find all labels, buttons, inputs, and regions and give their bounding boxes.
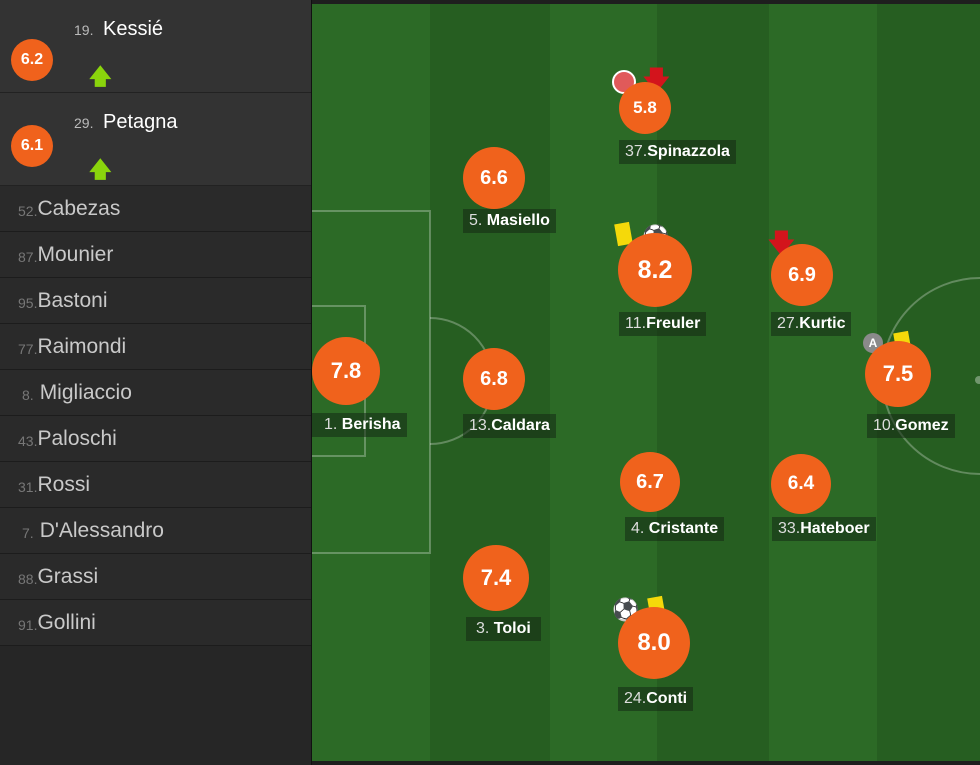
player-number: 8. <box>22 386 34 403</box>
bench-player-row[interactable]: 43.Paloschi <box>0 416 311 462</box>
player-number: 87. <box>18 248 38 265</box>
player-label: 27.Kurtic <box>771 312 852 336</box>
player-label: 11.Freuler <box>619 312 707 336</box>
player-label: 3. Toloi <box>466 617 541 641</box>
bench-player-row[interactable]: 91.Gollini <box>0 600 311 646</box>
player-number: 91. <box>18 616 38 633</box>
pitch: 🡇 5.8 37.Spinazzola 6.6 5. Masiello ⚽ 8.… <box>312 4 980 761</box>
player-rating-badge: 6.9 <box>771 244 833 306</box>
player-name: Rossi <box>37 472 90 496</box>
player-label: 4. Cristante <box>625 517 725 541</box>
player-name: Grassi <box>37 564 99 588</box>
player-name: D'Alessandro <box>39 518 164 542</box>
player-name: Raimondi <box>37 334 127 358</box>
player-name: Migliaccio <box>39 380 132 404</box>
sub-player-row[interactable]: 6.1 29. Petagna 🡅 <box>0 93 311 186</box>
player-number: 31. <box>18 478 38 495</box>
player-number: 29. <box>74 115 94 131</box>
bench-player-row[interactable]: 8. Migliaccio <box>0 370 311 416</box>
player-rating-badge: 6.2 <box>11 39 53 81</box>
player-rating-badge: 6.6 <box>463 147 525 209</box>
bench-player-row[interactable]: 88.Grassi <box>0 554 311 600</box>
player-label: 1. Berisha <box>312 413 407 437</box>
bench-player-row[interactable]: 77.Raimondi <box>0 324 311 370</box>
player-number: 52. <box>18 202 38 219</box>
player-rating-badge: 6.7 <box>620 452 680 512</box>
bench-player-row[interactable]: 87.Mounier <box>0 232 311 278</box>
player-label: 37.Spinazzola <box>619 140 736 164</box>
player-rating-badge: 6.8 <box>463 348 525 410</box>
player-number: 77. <box>18 340 38 357</box>
player-name: Cabezas <box>37 196 121 220</box>
player-name: Mounier <box>37 242 114 266</box>
lineup-sidebar: 6.2 19. Kessié 🡅 6.1 29. Petagna 🡅 52.Ca… <box>0 0 312 765</box>
player-number: 88. <box>18 570 38 587</box>
sub-in-arrow-icon: 🡅 <box>89 157 112 182</box>
player-rating-badge: 5.8 <box>619 82 671 134</box>
player-rating-badge: 8.0 <box>618 607 690 679</box>
player-name: Paloschi <box>37 426 117 450</box>
player-label: 10.Gomez <box>867 414 955 438</box>
bench-player-row[interactable]: 52.Cabezas <box>0 186 311 232</box>
player-label: 13.Caldara <box>463 414 556 438</box>
player-label: 5. Masiello <box>463 209 556 233</box>
player-name: Gollini <box>37 610 96 634</box>
player-number: 95. <box>18 294 38 311</box>
player-label: 24.Conti <box>618 687 694 711</box>
player-name: Kessié <box>103 18 164 40</box>
sub-in-arrow-icon: 🡅 <box>89 64 112 89</box>
player-rating-badge: 6.1 <box>11 125 53 167</box>
sub-player-row[interactable]: 6.2 19. Kessié 🡅 <box>0 0 311 93</box>
player-number: 43. <box>18 432 38 449</box>
pitch-stripe <box>769 4 877 761</box>
bench-player-row[interactable]: 95.Bastoni <box>0 278 311 324</box>
player-label: 33.Hateboer <box>772 517 876 541</box>
player-rating-badge: 6.4 <box>771 454 831 514</box>
player-name: Petagna <box>103 111 178 133</box>
player-rating-badge: 7.5 <box>865 341 931 407</box>
player-rating-badge: 7.8 <box>312 337 380 405</box>
player-rating-badge: 8.2 <box>618 233 692 307</box>
bench-player-row[interactable]: 7. D'Alessandro <box>0 508 311 554</box>
bench-player-row[interactable]: 31.Rossi <box>0 462 311 508</box>
player-number: 7. <box>22 524 34 541</box>
player-name: Bastoni <box>37 288 108 312</box>
player-number: 19. <box>74 22 94 38</box>
player-rating-badge: 7.4 <box>463 545 529 611</box>
